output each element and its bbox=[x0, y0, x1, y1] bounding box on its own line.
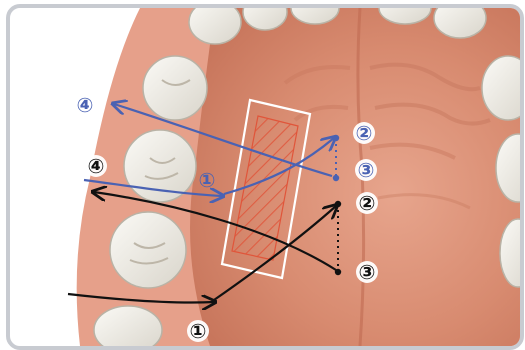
blue-label-2: ② bbox=[356, 121, 373, 145]
black-label-4: ④ bbox=[88, 154, 105, 178]
blue-label-3: ③ bbox=[358, 158, 375, 182]
black-label-2: ② bbox=[359, 191, 376, 215]
blue-label-4: ④ bbox=[77, 93, 94, 117]
black-label-1: ① bbox=[190, 319, 207, 343]
black-label-3: ③ bbox=[359, 260, 376, 284]
palate bbox=[190, 8, 520, 346]
blue-dot-3 bbox=[333, 175, 339, 181]
black-dot-2 bbox=[335, 201, 341, 207]
illustration-frame: ④ ① ② ③ ④ ① ② ③ bbox=[6, 4, 524, 350]
blue-label-1: ① bbox=[199, 168, 216, 192]
palate-suturing-diagram: ④ ① ② ③ ④ ① ② ③ bbox=[10, 8, 520, 346]
blue-dot-2 bbox=[333, 135, 339, 141]
